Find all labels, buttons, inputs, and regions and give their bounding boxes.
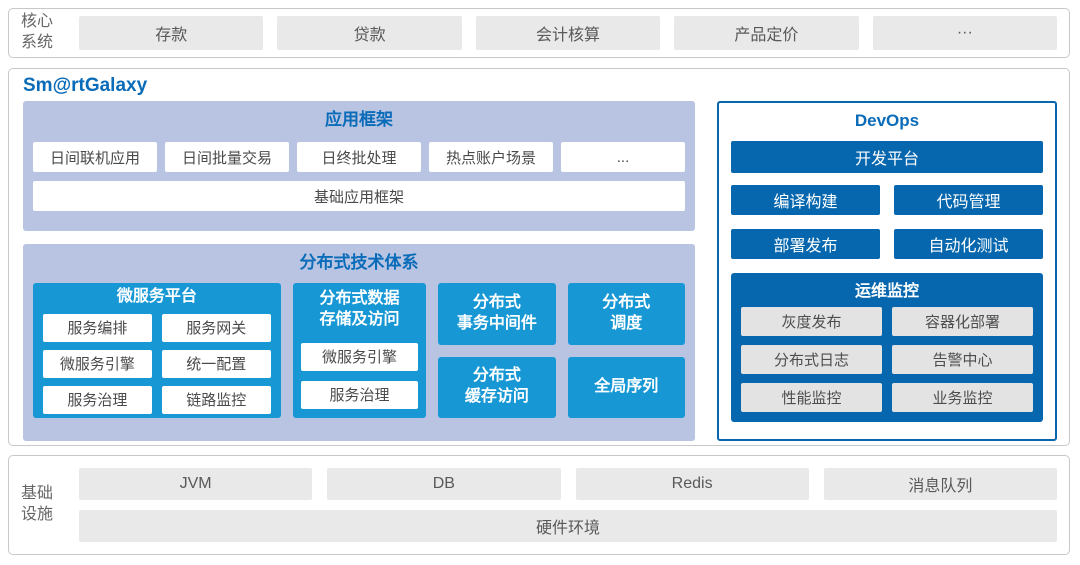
smartgalaxy-title: Sm@rtGalaxy	[23, 75, 148, 96]
microservice-grid: 服务编排 服务网关 微服务引擎 统一配置 服务治理 链路监控	[43, 313, 271, 414]
devops-title: DevOps	[854, 111, 920, 130]
app-framework-item: 日间联机应用	[33, 142, 157, 172]
infrastructure-content: JVM DB Redis 消息队列 硬件环境	[79, 468, 1057, 542]
ops-monitoring-item: 告警中心	[892, 345, 1033, 374]
scheduler-column: 分布式 调度 全局序列	[567, 283, 686, 418]
infrastructure-item: 消息队列	[823, 468, 1057, 500]
devops-tool: 编译构建	[731, 185, 880, 215]
microservice-item: 服务编排	[43, 313, 152, 342]
devops-tools-row: 部署发布 自动化测试	[731, 229, 1043, 259]
microservice-item: 微服务引擎	[43, 349, 152, 378]
data-storage-item: 服务治理	[300, 380, 419, 409]
global-sequence-block: 全局序列	[567, 356, 686, 418]
app-framework-item: 日间批量交易	[165, 142, 289, 172]
infrastructure-bar: 基础 设施 JVM DB Redis 消息队列 硬件环境	[8, 455, 1070, 555]
app-framework-title: 应用框架	[325, 110, 393, 129]
core-system-item: 存款	[79, 16, 264, 50]
ops-monitoring-item: 灰度发布	[741, 307, 882, 336]
ops-monitoring-item: 分布式日志	[741, 345, 882, 374]
dev-platform-box: 开发平台	[731, 141, 1043, 173]
smartgalaxy-container: Sm@rtGalaxy 应用框架 日间联机应用 日间批量交易 日终批处理 热点账…	[8, 68, 1070, 446]
microservice-platform-block: 微服务平台 服务编排 服务网关 微服务引擎 统一配置 服务治理 链路监控	[33, 283, 281, 418]
data-storage-title: 分布式数据 存储及访问	[319, 290, 400, 328]
core-system-item: 贷款	[277, 16, 462, 50]
app-framework-panel: 应用框架 日间联机应用 日间批量交易 日终批处理 热点账户场景 ... 基础应用…	[23, 101, 695, 231]
hardware-environment-box: 硬件环境	[79, 510, 1057, 542]
core-system-item: 会计核算	[475, 16, 661, 50]
microservice-item: 服务网关	[161, 313, 271, 342]
app-framework-item: 日终批处理	[297, 142, 421, 172]
app-framework-item: 热点账户场景	[429, 142, 553, 172]
microservice-item: 服务治理	[43, 385, 152, 414]
ops-monitoring-item: 业务监控	[892, 383, 1033, 412]
infrastructure-row: JVM DB Redis 消息队列	[79, 468, 1057, 500]
microservice-item: 链路监控	[161, 385, 271, 414]
core-systems-label: 核心 系统	[21, 13, 54, 51]
devops-tools-row: 编译构建 代码管理	[731, 185, 1043, 215]
core-system-item: 产品定价	[674, 16, 859, 50]
scheduler-block: 分布式 调度	[567, 283, 686, 345]
middleware-column: 分布式 事务中间件 分布式 缓存访问	[438, 283, 556, 418]
core-system-item-more: ···	[872, 16, 1058, 50]
devops-tool: 部署发布	[731, 229, 880, 259]
ops-monitoring-title: 运维监控	[854, 283, 919, 300]
cache-access-block: 分布式 缓存访问	[438, 356, 556, 418]
microservice-platform-title: 微服务平台	[116, 288, 197, 305]
infrastructure-item: JVM	[79, 468, 313, 500]
transaction-middleware-block: 分布式 事务中间件	[438, 283, 556, 345]
microservice-item: 统一配置	[161, 349, 271, 378]
infrastructure-item: Redis	[575, 468, 809, 500]
app-framework-row: 日间联机应用 日间批量交易 日终批处理 热点账户场景 ...	[33, 142, 685, 172]
distributed-tech-panel: 分布式技术体系 微服务平台 服务编排 服务网关 微服务引擎 统一配置 服务治理 …	[23, 244, 695, 441]
app-framework-item-more: ...	[561, 142, 685, 172]
base-app-framework-box: 基础应用框架	[33, 181, 685, 211]
devops-tool: 代码管理	[894, 185, 1043, 215]
devops-tool: 自动化测试	[894, 229, 1043, 259]
data-storage-item: 微服务引擎	[300, 342, 419, 371]
devops-panel: DevOps 开发平台 编译构建 代码管理 部署发布 自动化测试 运维监控 灰度…	[717, 101, 1057, 441]
infrastructure-item: DB	[327, 468, 561, 500]
ops-monitoring-item: 容器化部署	[892, 307, 1033, 336]
core-systems-bar: 核心 系统 存款 贷款 会计核算 产品定价 ···	[8, 8, 1070, 58]
ops-monitoring-grid: 灰度发布 容器化部署 分布式日志 告警中心 性能监控 业务监控	[741, 307, 1033, 412]
distributed-tech-title: 分布式技术体系	[299, 253, 419, 272]
ops-monitoring-block: 运维监控 灰度发布 容器化部署 分布式日志 告警中心 性能监控 业务监控	[731, 273, 1043, 422]
core-systems-row: 存款 贷款 会计核算 产品定价 ···	[79, 16, 1058, 50]
infrastructure-label: 基础 设施	[21, 485, 54, 523]
data-storage-block: 分布式数据 存储及访问 微服务引擎 服务治理	[292, 283, 427, 418]
ops-monitoring-item: 性能监控	[741, 383, 882, 412]
distributed-columns: 微服务平台 服务编排 服务网关 微服务引擎 统一配置 服务治理 链路监控 分布式…	[33, 283, 686, 418]
